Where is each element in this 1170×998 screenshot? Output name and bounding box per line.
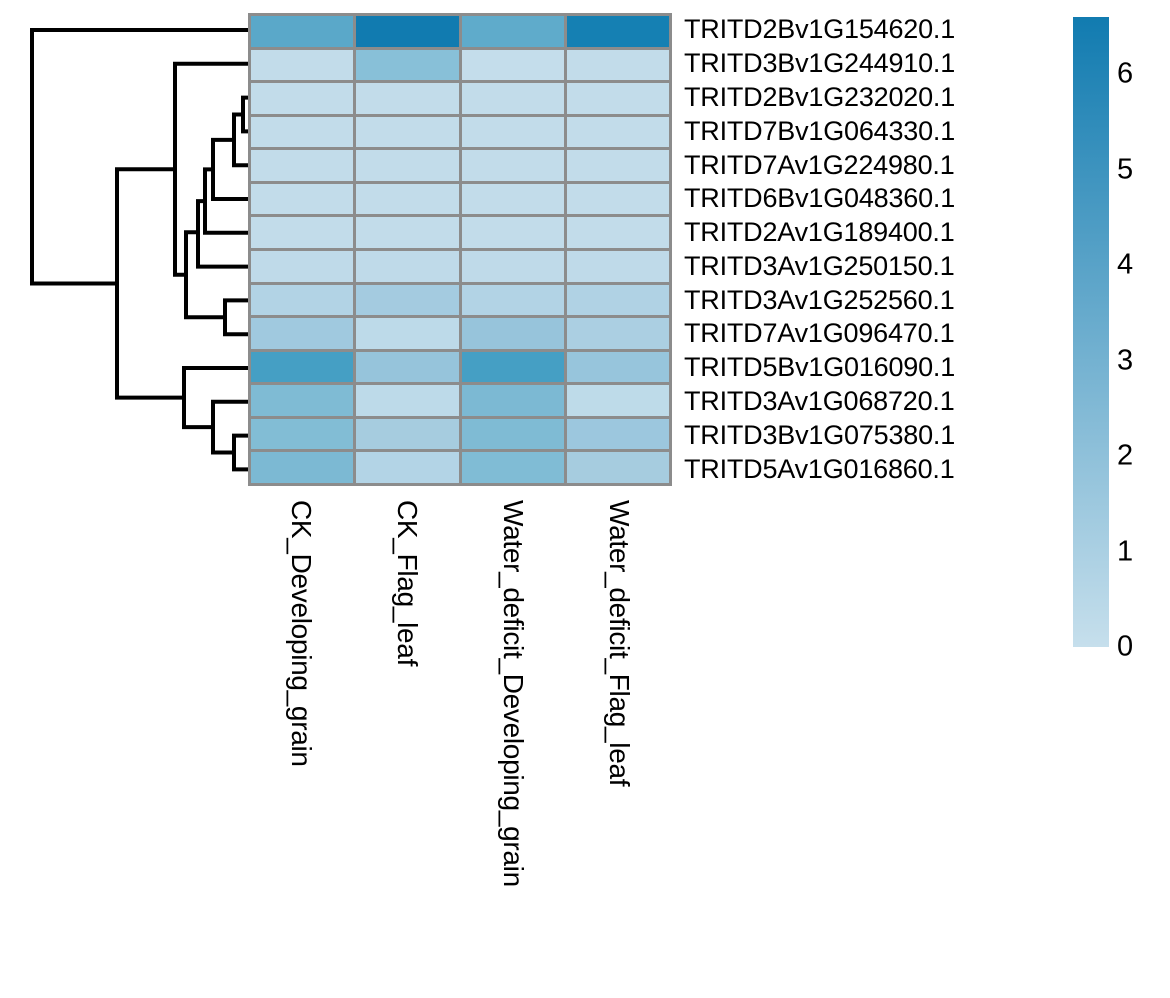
- column-label-slot: CK_Developing_grain: [248, 492, 354, 912]
- colorbar-tick-list: 6 5 4 3 2 1 0: [1117, 17, 1163, 661]
- heatmap-cell: [566, 116, 669, 148]
- heatmap-cell: [356, 250, 459, 282]
- heatmap-cell: [356, 284, 459, 316]
- colorbar-tick-label: 3: [1117, 344, 1134, 377]
- heatmap-cell: [461, 83, 564, 114]
- colorbar-tick-label: 2: [1117, 439, 1134, 472]
- row-label: TRITD2Bv1G154620.1: [684, 14, 956, 45]
- column-label-slot: Water_deficit_Developing_grain: [460, 492, 566, 912]
- heatmap-cell: [251, 452, 354, 483]
- colorbar-tick-label: 5: [1117, 153, 1134, 186]
- row-label: TRITD3Bv1G075380.1: [684, 419, 956, 450]
- row-label: TRITD5Av1G016860.1: [684, 453, 955, 484]
- heatmap-cell: [461, 250, 564, 282]
- dendro-node-i: [232, 433, 248, 472]
- column-label: CK_Flag_leaf: [392, 500, 423, 667]
- heatmap-cell: [461, 16, 564, 47]
- heatmap-cell: [356, 83, 459, 114]
- row-label: TRITD7Av1G224980.1: [684, 149, 955, 180]
- column-label-slot: Water_deficit_Flag_leaf: [566, 492, 672, 912]
- row-label: TRITD7Av1G096470.1: [684, 318, 955, 349]
- row-label: TRITD7Bv1G064330.1: [684, 115, 956, 146]
- heatmap-cell: [356, 183, 459, 215]
- heatmap-cell: [251, 16, 354, 47]
- row-label: TRITD3Av1G068720.1: [684, 385, 955, 416]
- heatmap-cell: [356, 49, 459, 81]
- heatmap-cell: [566, 318, 669, 349]
- heatmap-cell: [461, 418, 564, 450]
- column-label-slot: CK_Flag_leaf: [354, 492, 460, 912]
- colorbar-tick-label: 4: [1117, 248, 1134, 281]
- heatmap-cell: [251, 318, 354, 349]
- heatmap-cell: [356, 452, 459, 483]
- heatmap-cell: [251, 351, 354, 383]
- row-dendrogram: [30, 28, 248, 472]
- row-label: TRITD6Bv1G048360.1: [684, 183, 956, 214]
- heatmap-cell: [251, 150, 354, 181]
- colorbar: 6 5 4 3 2 1 0: [1073, 17, 1163, 661]
- dendro-node-j: [211, 399, 248, 455]
- heatmap-cell: [251, 116, 354, 148]
- heatmap-cell: [566, 16, 669, 47]
- heatmap-cell: [461, 351, 564, 383]
- heatmap-grid: [248, 13, 672, 486]
- heatmap-cell: [566, 83, 669, 114]
- heatmap-cell: [566, 250, 669, 282]
- heatmap-cell: [356, 385, 459, 416]
- heatmap-cell: [356, 351, 459, 383]
- heatmap-cell: [461, 217, 564, 248]
- heatmap-cell: [356, 16, 459, 47]
- heatmap-cell: [251, 250, 354, 282]
- heatmap-cell: [461, 49, 564, 81]
- dendro-root: [30, 28, 248, 286]
- heatmap-cell: [251, 83, 354, 114]
- row-label: TRITD3Av1G250150.1: [684, 250, 955, 281]
- dendro-node-g: [184, 230, 225, 320]
- heatmap-cell: [251, 183, 354, 215]
- heatmap-cell: [566, 351, 669, 383]
- heatmap-cell: [461, 116, 564, 148]
- heatmap-cell: [461, 385, 564, 416]
- heatmap-cell: [356, 418, 459, 450]
- heatmap-cell: [251, 49, 354, 81]
- heatmap-cell: [566, 418, 669, 450]
- heatmap-cell: [461, 318, 564, 349]
- dendro-node-k: [182, 366, 248, 430]
- row-label: TRITD5Bv1G016090.1: [684, 352, 956, 383]
- heatmap-cell: [566, 452, 669, 483]
- row-label: TRITD3Av1G252560.1: [684, 284, 955, 315]
- column-label-list: CK_Developing_grain CK_Flag_leaf Water_def…: [248, 492, 672, 912]
- heatmap-cell: [251, 217, 354, 248]
- heatmap-cell: [461, 284, 564, 316]
- heatmap-cell: [356, 318, 459, 349]
- colorbar-gradient: [1073, 17, 1109, 647]
- heatmap-cell: [566, 150, 669, 181]
- heatmap-cell: [566, 49, 669, 81]
- heatmap-cell: [461, 183, 564, 215]
- column-label: Water_deficit_Flag_leaf: [604, 500, 635, 787]
- heatmap-cell: [461, 150, 564, 181]
- heatmap-cell: [461, 452, 564, 483]
- heatmap-cell: [356, 150, 459, 181]
- heatmap-cell: [251, 418, 354, 450]
- heatmap-cell: [566, 284, 669, 316]
- heatmap-cell: [356, 116, 459, 148]
- heatmap-cell: [566, 217, 669, 248]
- colorbar-tick-label: 0: [1117, 630, 1134, 663]
- row-label: TRITD2Bv1G232020.1: [684, 81, 956, 112]
- heatmap-cell: [356, 217, 459, 248]
- colorbar-tick-label: 6: [1117, 57, 1134, 90]
- column-label: Water_deficit_Developing_grain: [498, 500, 529, 887]
- dendro-node-f: [223, 298, 248, 337]
- row-label: TRITD2Av1G189400.1: [684, 217, 955, 248]
- heatmap-cell: [566, 385, 669, 416]
- dendro-node-c: [211, 137, 248, 201]
- heatmap-cell: [251, 385, 354, 416]
- column-label: CK_Developing_grain: [286, 500, 317, 767]
- colorbar-tick-label: 1: [1117, 535, 1134, 568]
- heatmap-cell: [251, 284, 354, 316]
- row-label: TRITD3Bv1G244910.1: [684, 48, 956, 79]
- heatmap-cell: [566, 183, 669, 215]
